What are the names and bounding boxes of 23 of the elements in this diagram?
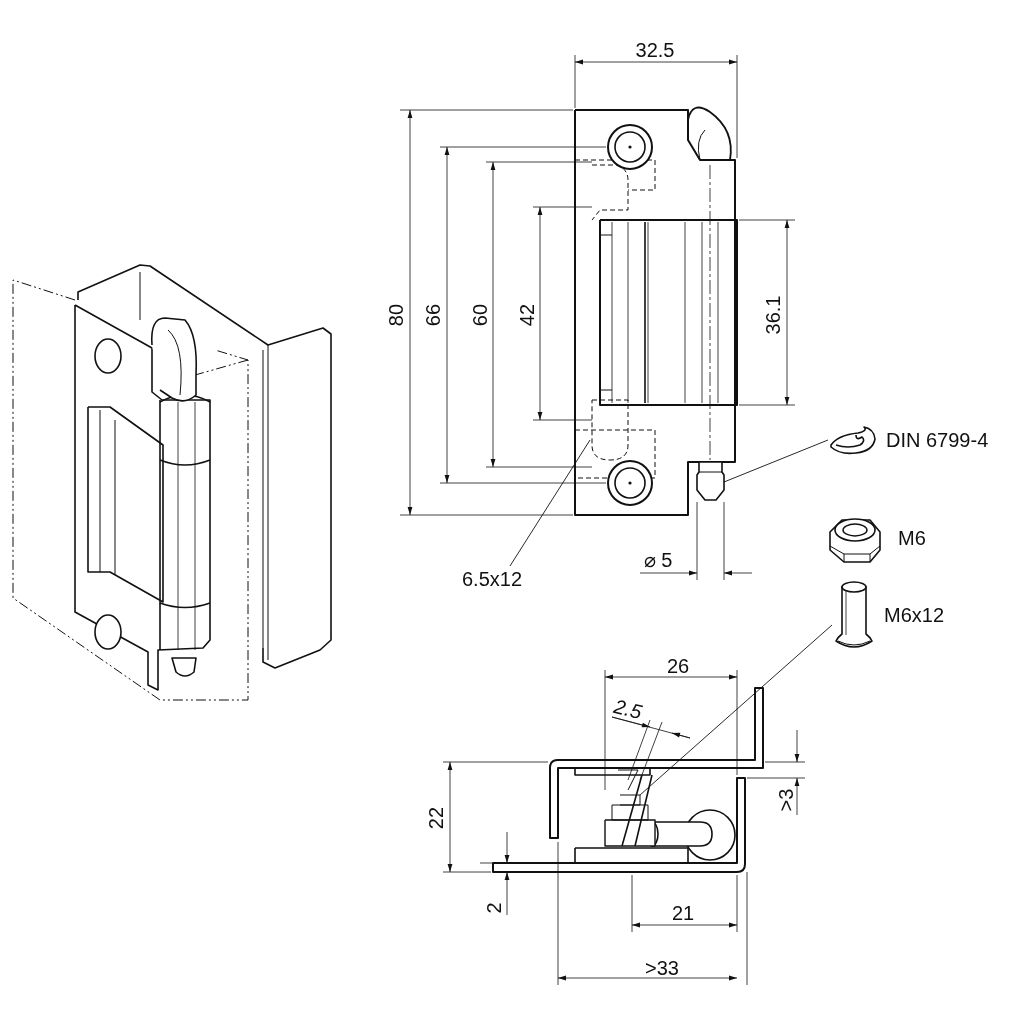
part-label: DIN 6799-4 [886,428,989,452]
leader-line [639,624,833,796]
pin-drawing [696,461,725,501]
dimension-value: 2.5 [611,694,645,724]
dimension-value: >3 [775,788,797,812]
dimension-value: >33 [645,957,679,979]
part-label: 6.5x12 [462,567,523,591]
dimension-value: 2 [483,902,505,914]
dimension-value: 26 [666,655,690,677]
dimension-value: 32.5 [635,39,675,61]
dimension-value: ⌀ 5 [643,549,673,571]
part-label: M6x12 [884,603,945,627]
screw-drawing [604,774,656,847]
part-label: M6 [898,527,926,549]
leader-line [509,439,591,567]
dimension-value: 22 [425,806,447,830]
slot-outline [591,399,629,461]
dimension-value: 60 [469,303,491,327]
dimension-value: 66 [422,303,444,327]
dimension-value: 21 [671,902,695,924]
dimension-value: 42 [516,303,538,327]
dimension-value: 80 [385,303,407,327]
dimension-value: 36.1 [762,295,784,335]
